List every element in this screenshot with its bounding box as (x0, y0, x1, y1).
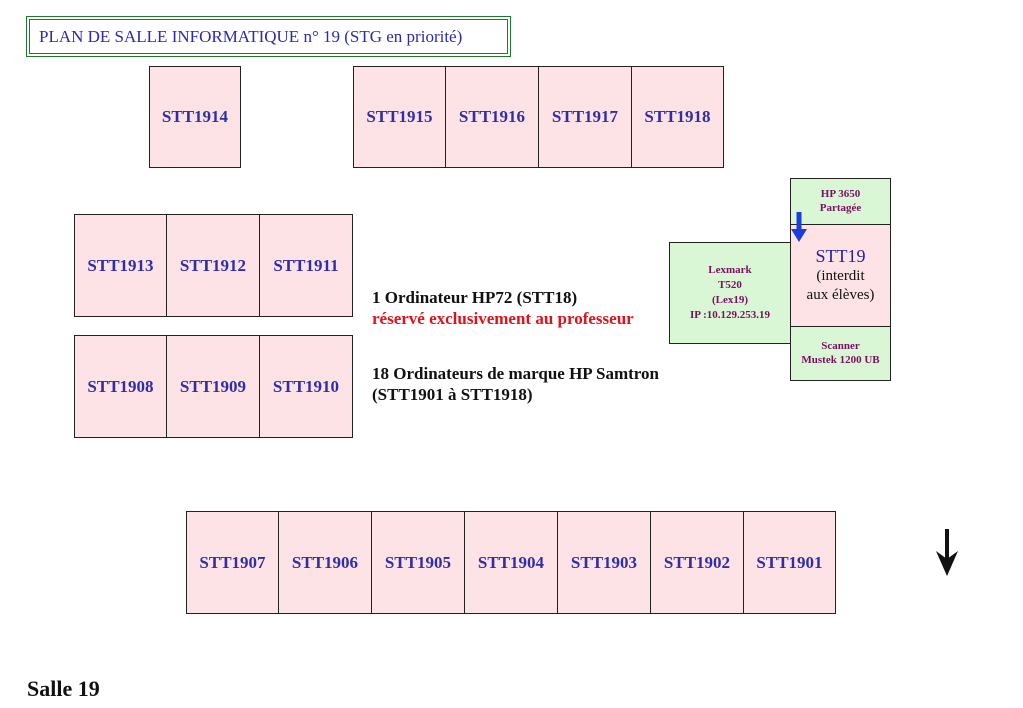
teacher-station-stt19: STT19 (interdit aux élèves) (790, 224, 891, 327)
student-computers-note: 18 Ordinateurs de marque HP Samtron (STT… (372, 363, 659, 405)
desk-stt1906: STT1906 (278, 511, 372, 614)
desk-stt1913: STT1913 (74, 214, 167, 317)
printer-lexmark-brand: Lexmark (708, 264, 752, 277)
scanner-label: Scanner (821, 339, 860, 352)
desk-stt1910: STT1910 (259, 335, 353, 438)
printer-lexmark-ip: IP :10.129.253.19 (689, 308, 771, 321)
scanner-mustek: Scanner Mustek 1200 UB (790, 326, 891, 381)
desk-stt1915: STT1915 (353, 66, 446, 168)
desk-stt1914: STT1914 (149, 66, 241, 168)
students-note-line-1: 18 Ordinateurs de marque HP Samtron (372, 364, 659, 383)
printer-lexmark-model: T520 (718, 279, 742, 292)
teacher-note-line-2: réservé exclusivement au professeur (372, 309, 634, 328)
desk-stt1901: STT1901 (743, 511, 836, 614)
printer-hp3650-status: Partagée (819, 201, 862, 214)
desk-stt1905: STT1905 (371, 511, 465, 614)
teacher-computer-note: 1 Ordinateur HP72 (STT18) réservé exclus… (372, 287, 634, 329)
door-arrow-icon (936, 529, 958, 576)
scanner-model: Mustek 1200 UB (801, 353, 880, 366)
room-label: Salle 19 (27, 676, 100, 701)
desk-stt1912: STT1912 (166, 214, 260, 317)
entrance-arrow-icon (791, 212, 807, 242)
teacher-station-note-1: (interdit (816, 268, 865, 284)
teacher-station-name: STT19 (815, 246, 866, 266)
teacher-station-note-2: aux élèves) (806, 287, 875, 303)
printer-lexmark-alias: (Lex19) (711, 294, 749, 306)
desk-stt1902: STT1902 (650, 511, 744, 614)
printer-hp3650: HP 3650 Partagée (790, 178, 891, 225)
plan-title: PLAN DE SALLE INFORMATIQUE n° 19 (STG en… (26, 16, 511, 57)
desk-stt1917: STT1917 (538, 66, 632, 168)
teacher-note-line-1: 1 Ordinateur HP72 (STT18) (372, 288, 578, 307)
desk-stt1909: STT1909 (166, 335, 260, 438)
printer-lexmark: Lexmark T520 (Lex19) IP :10.129.253.19 (669, 242, 791, 344)
desk-stt1903: STT1903 (557, 511, 651, 614)
printer-hp3650-model: HP 3650 (820, 187, 861, 200)
desk-stt1916: STT1916 (445, 66, 539, 168)
desk-stt1918: STT1918 (631, 66, 724, 168)
desk-stt1911: STT1911 (259, 214, 353, 317)
students-note-line-2: (STT1901 à STT1918) (372, 385, 533, 404)
desk-stt1907: STT1907 (186, 511, 279, 614)
desk-stt1904: STT1904 (464, 511, 558, 614)
desk-stt1908: STT1908 (74, 335, 167, 438)
